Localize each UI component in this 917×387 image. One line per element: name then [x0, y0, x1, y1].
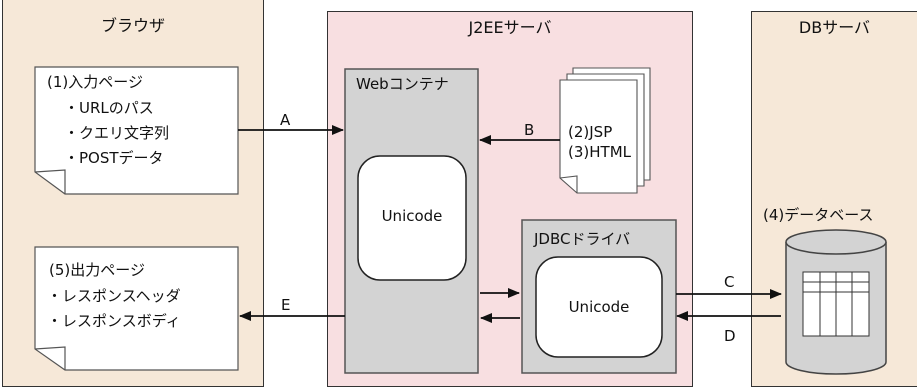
web-container-unicode-label: Unicode: [381, 207, 443, 225]
web-container-unicode-box: [357, 155, 467, 281]
database-table-icon: [802, 271, 870, 337]
browser-title: ブラウザ: [100, 16, 165, 35]
arrow-label-e: E: [281, 296, 291, 314]
input-page-heading: (1)入力ページ: [47, 73, 143, 91]
input-page-document: [34, 66, 239, 195]
db-server-title: DBサーバ: [798, 18, 871, 37]
web-container-label: Webコンテナ: [356, 75, 449, 93]
output-page-heading: (5)出力ページ: [49, 261, 145, 279]
arrow-label-d: D: [724, 327, 736, 345]
jsp-label: (2)JSP: [568, 123, 613, 141]
database-cylinder: [785, 229, 887, 375]
j2ee-server-title: J2EEサーバ: [468, 18, 552, 37]
input-page-item: ・URLのパス: [64, 99, 154, 117]
jdbc-driver-label: JDBCドライバ: [534, 230, 631, 248]
arrow-label-b: B: [524, 121, 535, 139]
jsp-html-documents: [559, 67, 651, 194]
output-page-item: ・レスポンスヘッダ: [47, 287, 181, 305]
jdbc-unicode-box: [535, 256, 663, 358]
jdbc-unicode-label: Unicode: [568, 298, 630, 316]
html-label: (3)HTML: [568, 143, 631, 161]
arrow-label-a: A: [280, 111, 291, 129]
input-page-item: ・POSTデータ: [64, 149, 164, 167]
arrow-label-c: C: [724, 273, 735, 291]
input-page-item: ・クエリ文字列: [64, 124, 170, 142]
database-label: (4)データベース: [763, 206, 874, 224]
output-page-item: ・レスポンスボディ: [47, 312, 181, 330]
output-page-document: [34, 246, 239, 371]
